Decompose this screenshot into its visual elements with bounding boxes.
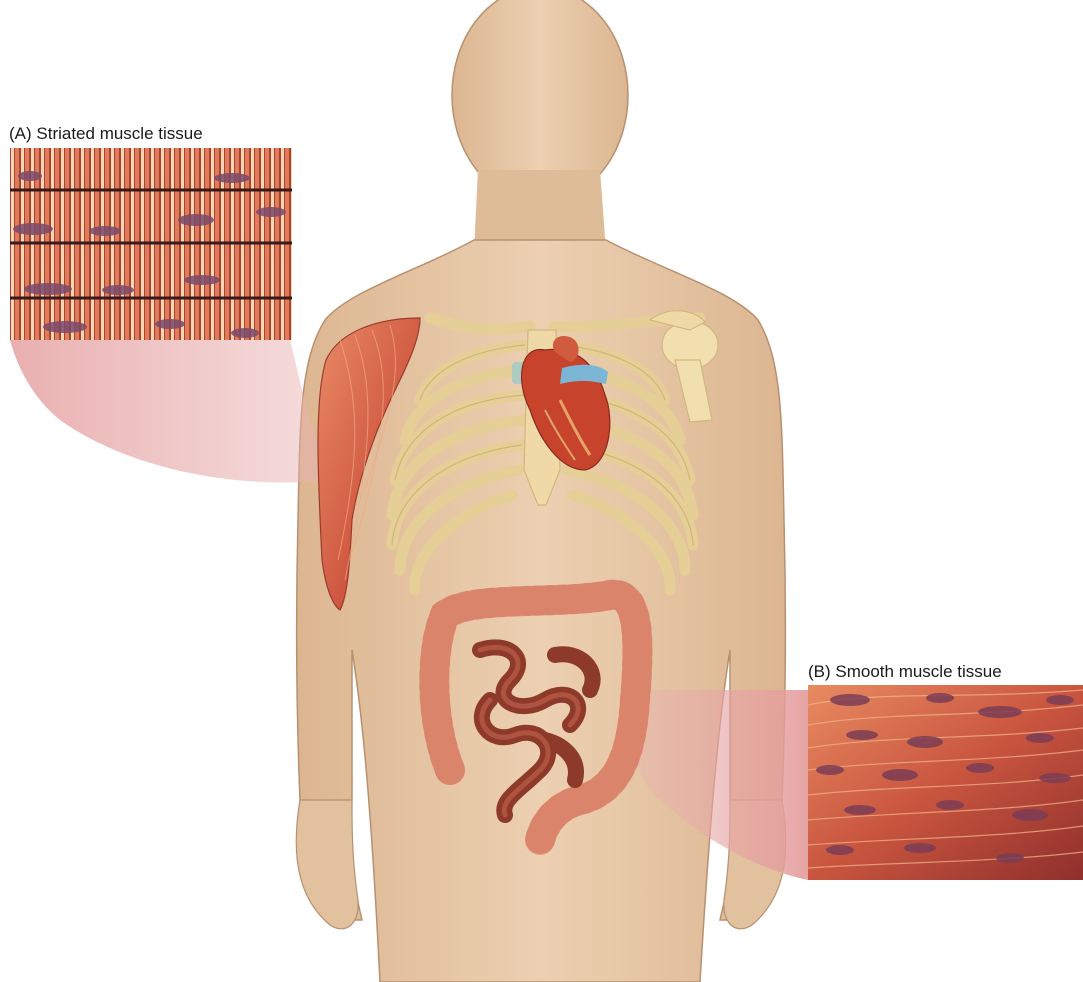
label-smooth-muscle: (B) Smooth muscle tissue xyxy=(808,663,1002,680)
striated-muscle-inset xyxy=(10,148,292,340)
callout-a xyxy=(10,340,330,483)
label-striated-muscle: (A) Striated muscle tissue xyxy=(9,125,203,142)
smooth-muscle-inset xyxy=(808,685,1083,880)
